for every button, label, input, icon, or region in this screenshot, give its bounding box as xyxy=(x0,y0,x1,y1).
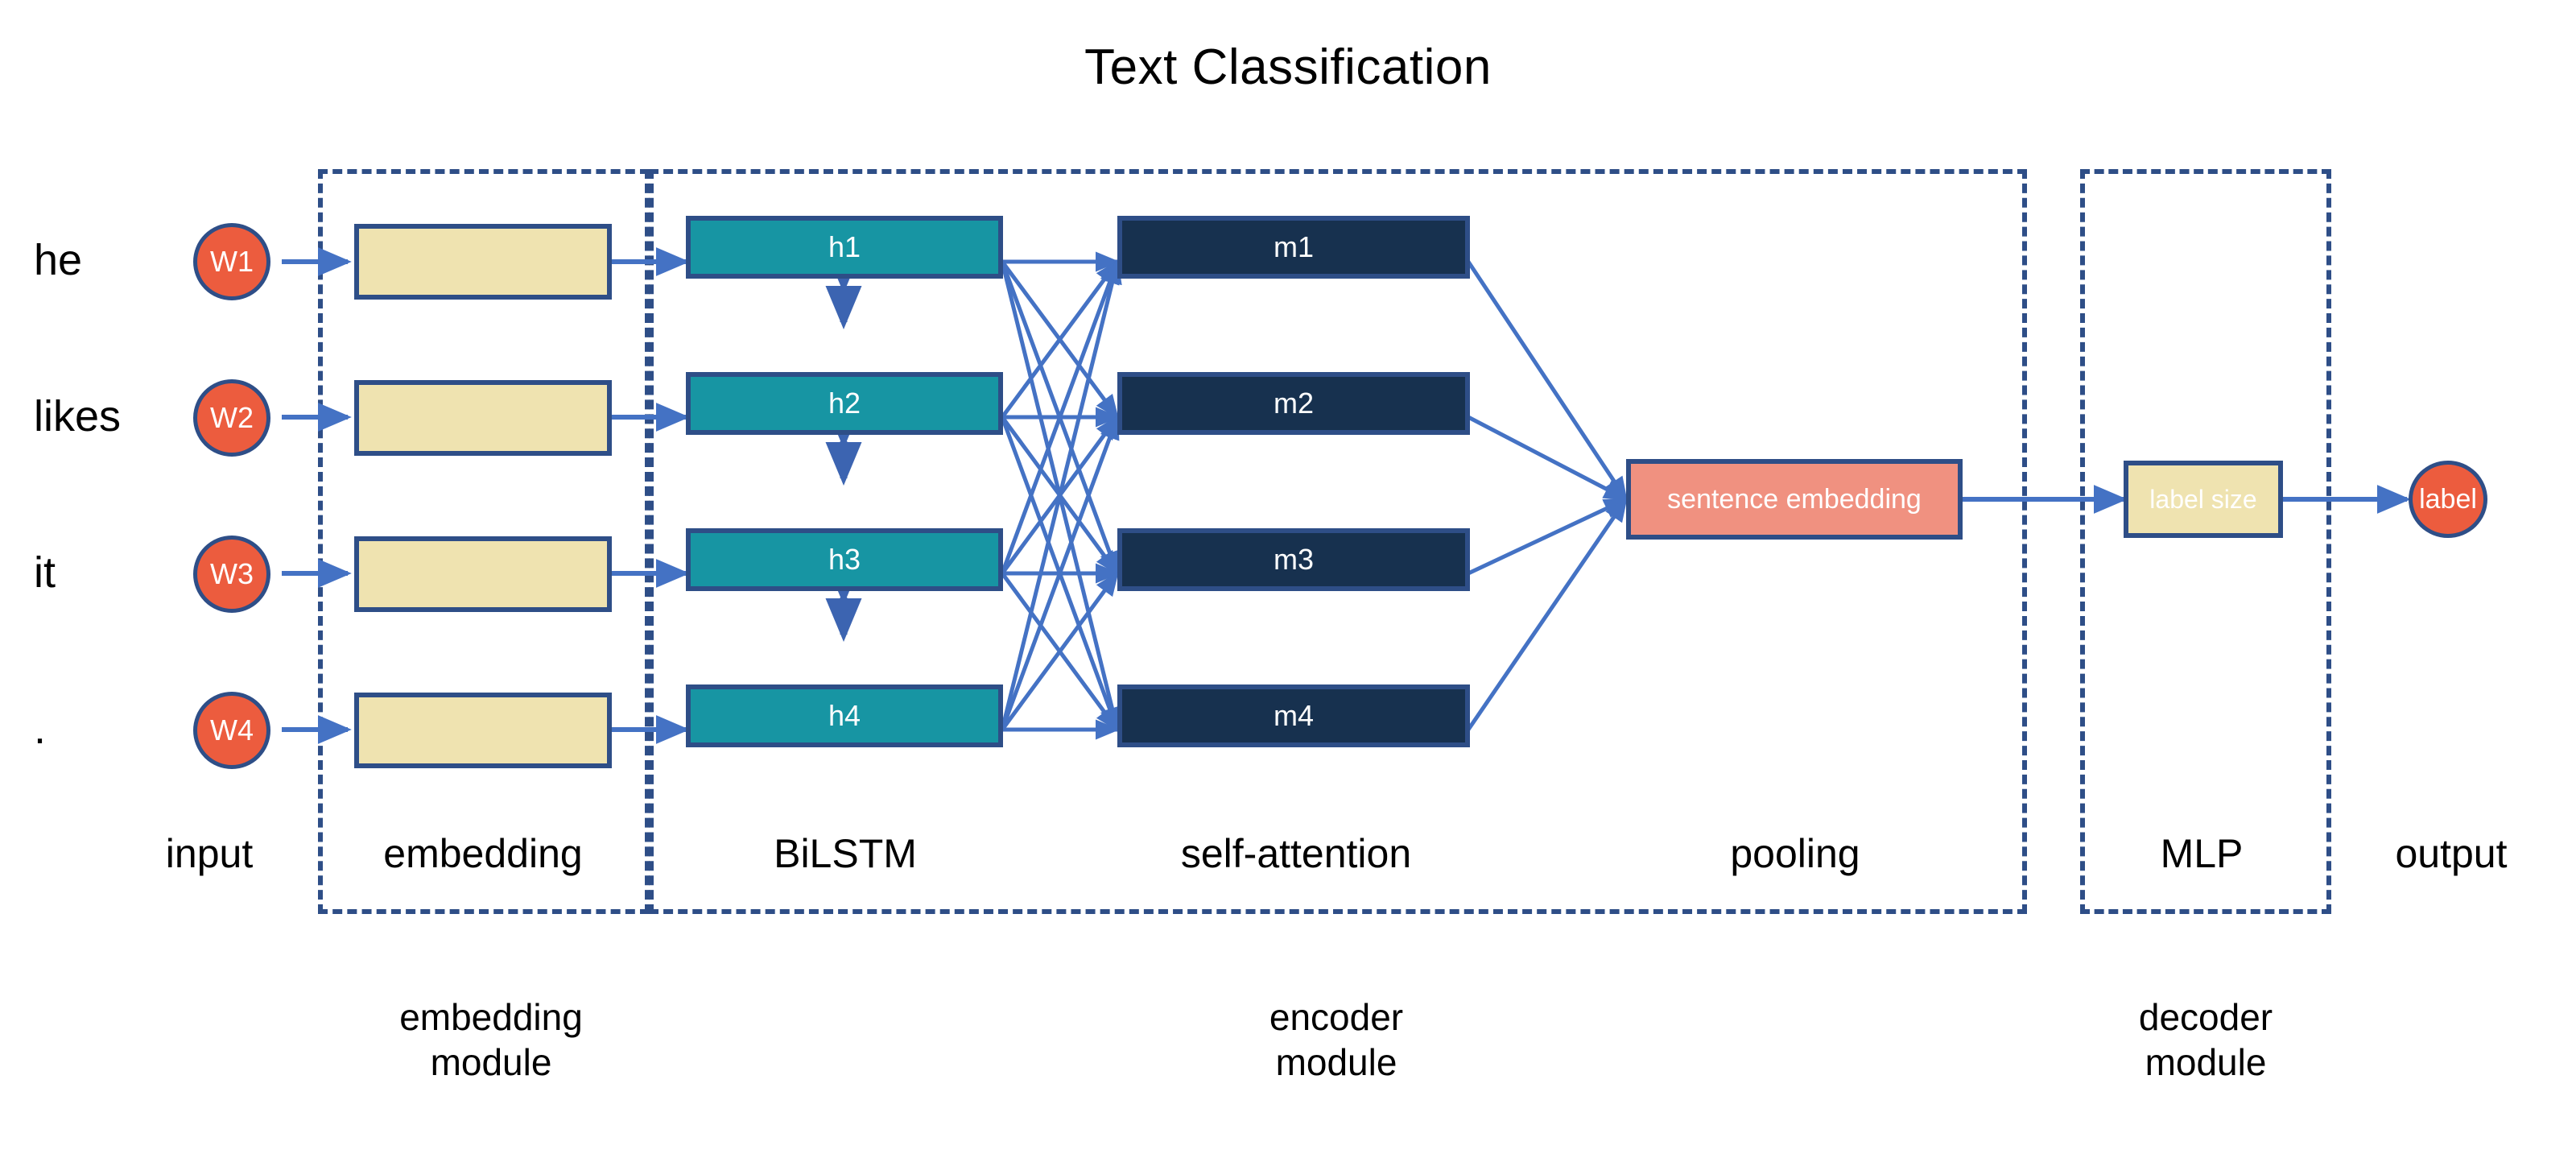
embedding-module-container xyxy=(318,169,650,914)
label-size-box[interactable]: label size xyxy=(2124,461,2283,538)
stage-label-input: input xyxy=(165,831,254,876)
module-label-line: module xyxy=(1275,1041,1397,1084)
stage-label-output: output xyxy=(2395,831,2508,876)
output-token-label[interactable]: label xyxy=(2409,461,2487,538)
self-attention-box-m4[interactable]: m4 xyxy=(1117,684,1470,747)
embedding-box[interactable] xyxy=(354,536,612,612)
module-label-line: embedding xyxy=(399,996,583,1038)
input-word: he xyxy=(34,236,83,284)
stage-label-pooling: pooling xyxy=(1730,831,1860,876)
bilstm-box-h4[interactable]: h4 xyxy=(686,684,1003,747)
input-token-w2[interactable]: W2 xyxy=(193,379,270,457)
input-word: . xyxy=(34,705,47,753)
module-label-line: module xyxy=(430,1041,552,1084)
stage-label-embedding: embedding xyxy=(383,831,583,876)
stage-label-self-attention: self-attention xyxy=(1180,831,1412,876)
module-label-decoder: decoder module xyxy=(2037,995,2375,1085)
input-token-w1[interactable]: W1 xyxy=(193,223,270,300)
input-word: likes xyxy=(34,392,122,440)
embedding-box[interactable] xyxy=(354,224,612,300)
input-word: it xyxy=(34,548,56,597)
page-title: Text Classification xyxy=(1084,39,1492,95)
encoder-module-container xyxy=(649,169,2027,914)
module-label-line: module xyxy=(2145,1041,2267,1084)
stage-label-mlp: MLP xyxy=(2160,831,2244,876)
module-label-embedding: embedding module xyxy=(322,995,660,1085)
input-token-w4[interactable]: W4 xyxy=(193,692,270,769)
decoder-module-container xyxy=(2080,169,2331,914)
embedding-box[interactable] xyxy=(354,693,612,768)
self-attention-box-m3[interactable]: m3 xyxy=(1117,528,1470,591)
embedding-box[interactable] xyxy=(354,380,612,456)
input-token-w3[interactable]: W3 xyxy=(193,536,270,613)
module-label-line: encoder xyxy=(1269,996,1404,1038)
bilstm-box-h3[interactable]: h3 xyxy=(686,528,1003,591)
self-attention-box-m1[interactable]: m1 xyxy=(1117,216,1470,279)
module-label-encoder: encoder module xyxy=(1167,995,1505,1085)
bilstm-box-h2[interactable]: h2 xyxy=(686,372,1003,435)
sentence-embedding-box[interactable]: sentence embedding xyxy=(1626,459,1963,540)
stage-label-bilstm: BiLSTM xyxy=(774,831,917,876)
bilstm-box-h1[interactable]: h1 xyxy=(686,216,1003,279)
module-label-line: decoder xyxy=(2138,996,2273,1038)
self-attention-box-m2[interactable]: m2 xyxy=(1117,372,1470,435)
